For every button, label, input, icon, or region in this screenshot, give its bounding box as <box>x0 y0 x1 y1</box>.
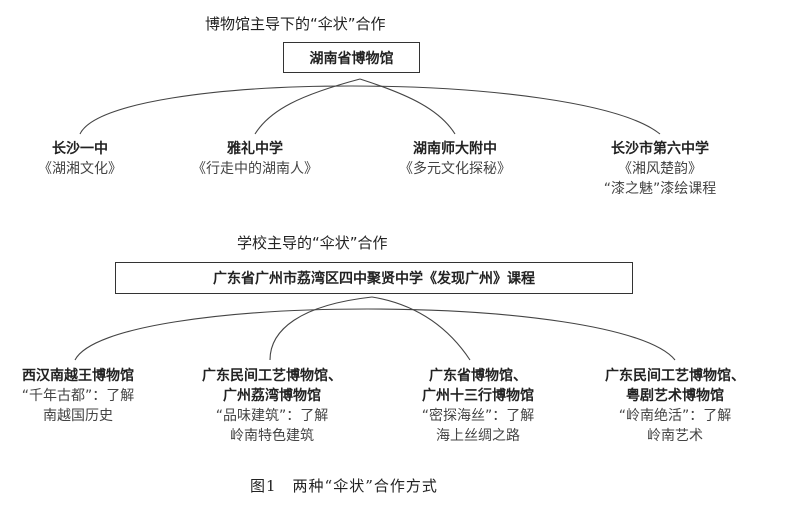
node-line: 《湘风楚韵》 <box>617 161 702 177</box>
node-name: 广东民间工艺博物馆、 粤剧艺术博物馆 <box>605 368 745 404</box>
node-line: “品味建筑”：了解 <box>215 408 329 424</box>
section2-node-4: 广东民间工艺博物馆、 粤剧艺术博物馆 “岭南绝活”：了解 岭南艺术 <box>605 366 745 446</box>
umbrella-arc-1 <box>79 85 661 135</box>
section1-node-2: 雅礼中学 《行走中的湖南人》 <box>192 139 318 179</box>
node-line: 南越国历史 <box>42 408 113 424</box>
umbrella-rib-2b <box>371 296 471 361</box>
section2-root-box: 广东省广州市荔湾区四中聚贤中学《发现广州》课程 <box>115 262 633 294</box>
section1-node-3: 湖南师大附中 《多元文化探秘》 <box>399 139 511 179</box>
node-line: 岭南艺术 <box>647 428 703 444</box>
node-name: 西汉南越王博物馆 <box>21 368 134 384</box>
section1-node-1: 长沙一中 《湖湘文化》 <box>38 139 122 179</box>
section1-node-4: 长沙市第六中学 《湘风楚韵》 “漆之魅”漆绘课程 <box>604 139 717 199</box>
node-name: 长沙一中 <box>52 141 108 157</box>
node-line: 《多元文化探秘》 <box>399 161 511 177</box>
node-line: 《湖湘文化》 <box>38 161 122 177</box>
node-line: “千年古都”：了解 <box>21 388 135 404</box>
node-name: 雅礼中学 <box>227 141 283 157</box>
section2-title: 学校主导的“伞状”合作 <box>237 234 388 252</box>
node-name: 长沙市第六中学 <box>610 141 709 157</box>
figure-caption: 图1 两种“伞状”合作方式 <box>250 477 438 495</box>
section2-node-2: 广东民间工艺博物馆、 广州荔湾博物馆 “品味建筑”：了解 岭南特色建筑 <box>202 366 342 446</box>
node-name: 广东民间工艺博物馆、 广州荔湾博物馆 <box>202 368 342 404</box>
section1-title: 博物馆主导下的“伞状”合作 <box>205 15 386 33</box>
node-name: 湖南师大附中 <box>413 141 497 157</box>
node-line: “密探海丝”：了解 <box>421 408 535 424</box>
node-line: 海上丝绸之路 <box>435 428 520 444</box>
node-name: 广东省博物馆、 广州十三行博物馆 <box>421 368 534 404</box>
umbrella-rib-1b <box>359 78 456 135</box>
umbrella-rib-2a <box>269 296 373 361</box>
umbrella-rib-1a <box>254 78 361 135</box>
umbrella-arc-2 <box>74 308 676 361</box>
node-line: 《行走中的湖南人》 <box>192 161 318 177</box>
section2-node-3: 广东省博物馆、 广州十三行博物馆 “密探海丝”：了解 海上丝绸之路 <box>422 366 535 446</box>
section2-node-1: 西汉南越王博物馆 “千年古都”：了解 南越国历史 <box>22 366 135 426</box>
node-line: “漆之魅”漆绘课程 <box>603 181 717 197</box>
node-line: “岭南绝活”：了解 <box>618 408 732 424</box>
section1-root-box: 湖南省博物馆 <box>283 42 420 73</box>
node-line: 岭南特色建筑 <box>230 428 314 444</box>
